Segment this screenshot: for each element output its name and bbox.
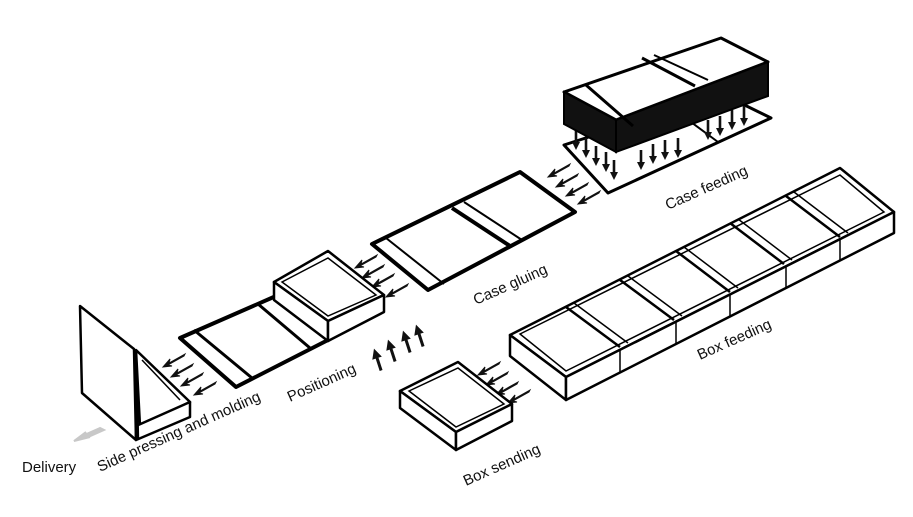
- case-feeding-station: [562, 36, 773, 195]
- label-box-sending: Box sending: [461, 441, 543, 490]
- label-case-gluing: Case gluing: [471, 261, 550, 309]
- box-feeding-station: [508, 166, 896, 402]
- label-case-feeding: Case feeding: [663, 162, 751, 213]
- case-gluing-station: [370, 170, 577, 292]
- delivery-arrow: [73, 426, 107, 442]
- box-sending-up-arrows: [369, 323, 428, 373]
- side-pressing-station: [78, 304, 192, 442]
- positioning-station: [178, 249, 386, 389]
- label-positioning: Positioning: [285, 360, 359, 405]
- label-delivery: Delivery: [22, 459, 77, 476]
- box-sending-station: [398, 360, 514, 452]
